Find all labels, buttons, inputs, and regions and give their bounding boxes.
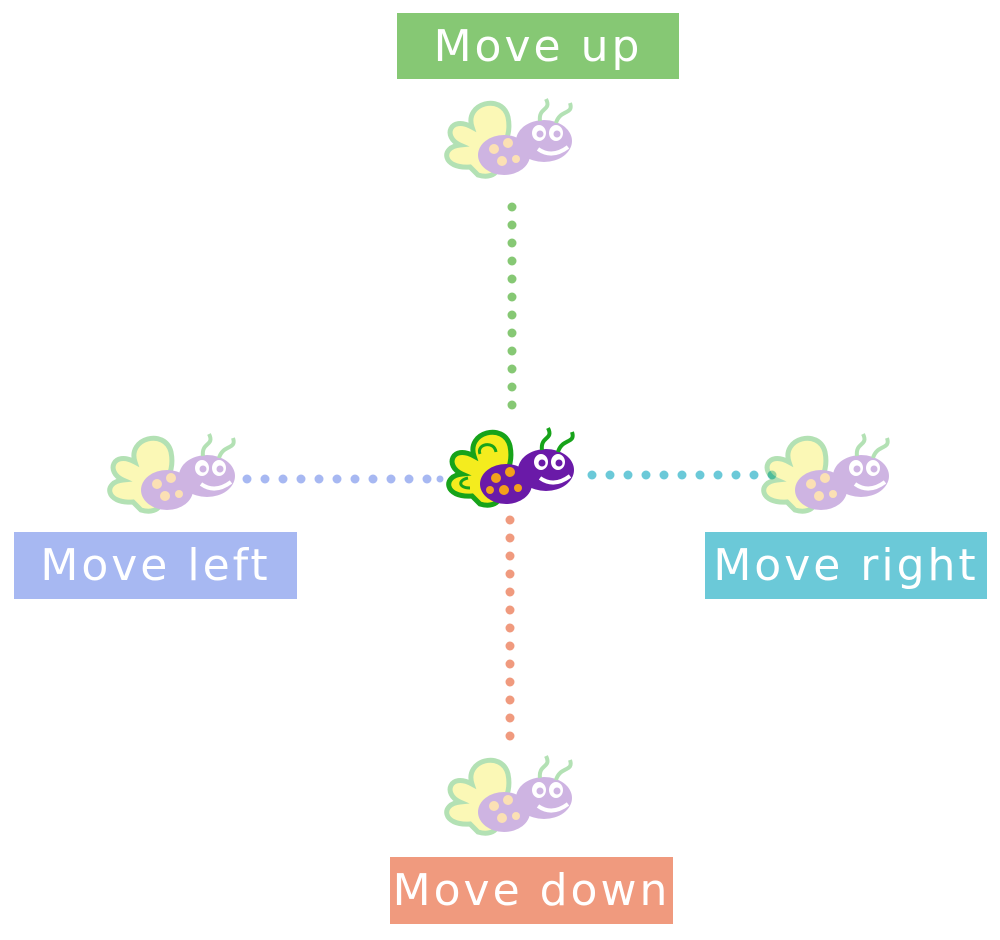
ghost-butterfly-up-icon [440,95,585,183]
move-down-button[interactable]: Move down [390,857,673,924]
move-right-button[interactable]: Move right [705,532,987,599]
move-left-button[interactable]: Move left [14,532,297,599]
move-up-button[interactable]: Move up [397,13,679,79]
player-butterfly-icon[interactable] [442,424,587,512]
ghost-butterfly-left-icon [103,430,248,518]
ghost-butterfly-right-icon [757,430,902,518]
path-down-dotted [503,513,517,745]
path-up-dotted [505,200,519,414]
path-left-dotted [240,472,444,486]
path-right-dotted [585,468,781,482]
ghost-butterfly-down-icon [440,752,585,840]
